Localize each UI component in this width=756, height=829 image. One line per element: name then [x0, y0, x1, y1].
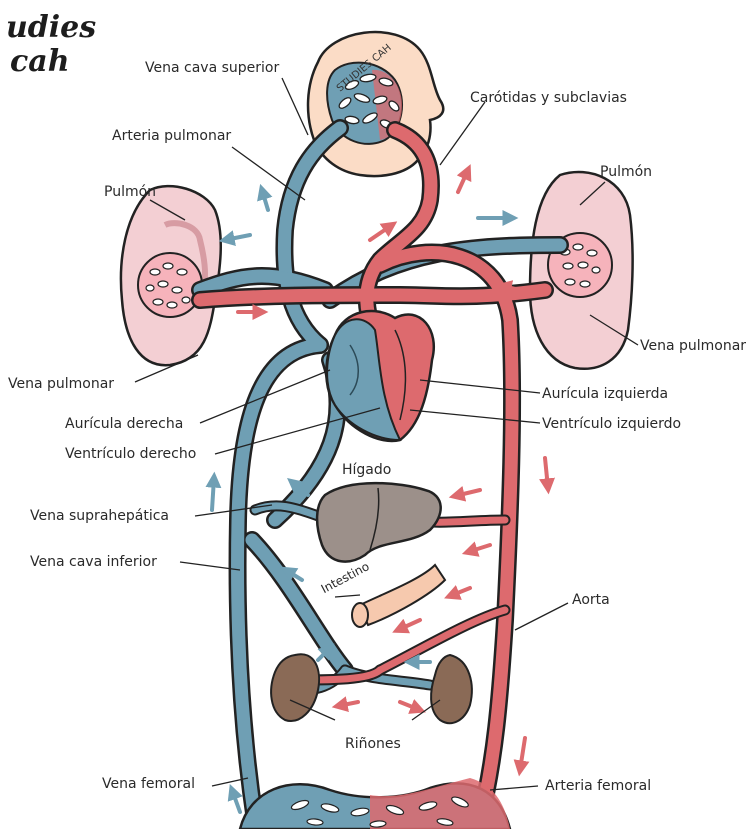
arrow-blue-1: [262, 190, 268, 210]
liver: [317, 483, 441, 561]
label-vena-cava-inferior: Vena cava inferior: [30, 554, 157, 570]
lung-left: [121, 186, 221, 365]
arrow-red-12: [520, 738, 525, 770]
arrow-red-5: [545, 458, 548, 488]
label-ventriculo-derecho: Ventrículo derecho: [65, 446, 196, 462]
arrow-red-10: [338, 702, 358, 706]
arrow-red-2: [458, 170, 468, 192]
label-vena-cava-superior: Vena cava superior: [145, 60, 279, 76]
kidneys: [271, 654, 472, 723]
label-pulmon-right: Pulmón: [600, 164, 652, 180]
arrow-red-1: [370, 225, 392, 240]
label-rinones: Riñones: [345, 736, 401, 752]
arrow-red-11: [400, 702, 420, 710]
label-aorta: Aorta: [572, 592, 610, 608]
label-vena-pulmonar-right: Vena pulmonar: [640, 338, 746, 354]
arrow-blue-9: [232, 790, 240, 812]
label-auricula-izquierda: Aurícula izquierda: [542, 386, 668, 402]
lower-body-capillaries: [240, 778, 510, 829]
label-vena-pulmonar-left: Vena pulmonar: [8, 376, 114, 392]
arrow-red-6: [455, 490, 480, 496]
logo-line-2: cah: [10, 48, 70, 76]
arrow-blue-2: [225, 235, 250, 240]
arrow-red-7: [468, 545, 490, 552]
label-arteria-femoral: Arteria femoral: [545, 778, 651, 794]
label-vena-femoral: Vena femoral: [102, 776, 195, 792]
label-auricula-derecha: Aurícula derecha: [65, 416, 183, 432]
logo-line-1: udies: [6, 14, 96, 42]
label-higado: Hígado: [342, 462, 391, 478]
arrow-blue-4: [212, 478, 214, 510]
arrow-red-8: [398, 620, 420, 630]
label-pulmon-left: Pulmón: [104, 184, 156, 200]
label-vena-suprahepatica: Vena suprahepática: [30, 508, 169, 524]
label-arteria-pulmonar: Arteria pulmonar: [112, 128, 231, 144]
arrow-red-9: [450, 588, 470, 596]
label-carotidas: Carótidas y subclavias: [470, 90, 627, 106]
lung-right: [530, 172, 633, 369]
label-ventriculo-izquierdo: Ventrículo izquierdo: [542, 416, 681, 432]
